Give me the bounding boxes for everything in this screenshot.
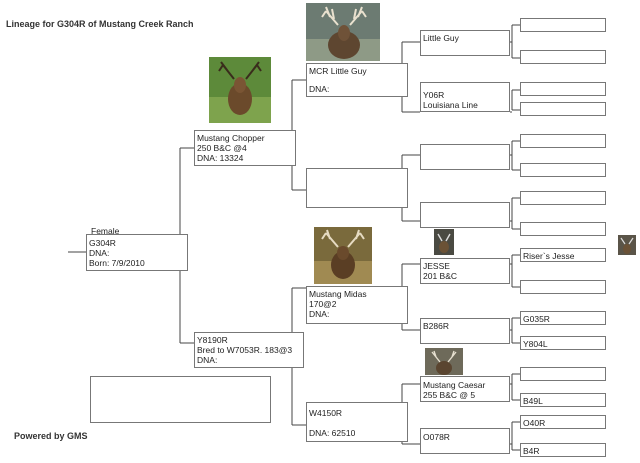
gen4-empty-box-1[interactable] bbox=[420, 144, 510, 170]
sire-sire-name: MCR Little Guy bbox=[309, 66, 367, 76]
gen5-g035r-name: G035R bbox=[523, 314, 550, 324]
gen5-box-3[interactable] bbox=[520, 82, 606, 96]
gen4-jesse-box[interactable]: JESSE 201 B&C bbox=[420, 258, 510, 284]
gen4-caesar-box[interactable]: Mustang Caesar 255 B&C @ 5 bbox=[420, 376, 510, 402]
gen5-y804l-name: Y804L bbox=[523, 339, 548, 349]
dam-sire-name: Mustang Midas bbox=[309, 289, 367, 299]
gen4-little-guy-box[interactable]: Little Guy bbox=[420, 30, 510, 56]
gen4-caesar-name: Mustang Caesar bbox=[423, 380, 486, 390]
sire-sire-dna: DNA: bbox=[309, 84, 330, 94]
dam-sire-photo bbox=[314, 227, 372, 284]
gen5-box-8[interactable] bbox=[520, 222, 606, 236]
risers-jesse-photo bbox=[618, 235, 636, 255]
sire-sire-box[interactable]: MCR Little Guy DNA: bbox=[306, 63, 408, 97]
subject-dna: DNA: bbox=[89, 248, 110, 258]
gen5-o40r-box[interactable]: O40R bbox=[520, 415, 606, 429]
subject-sex: Female bbox=[91, 226, 120, 236]
dam-dam-box[interactable]: W4150R DNA: 62510 bbox=[306, 402, 408, 442]
gen5-box-5[interactable] bbox=[520, 134, 606, 148]
sire-name: Mustang Chopper bbox=[197, 133, 265, 143]
sire-score: 250 B&C @4 bbox=[197, 143, 247, 153]
gen5-box-6[interactable] bbox=[520, 163, 606, 177]
gen4-y06r-name: Y06R bbox=[423, 90, 445, 100]
sire-sire-photo bbox=[306, 3, 380, 61]
gen5-b4r-box[interactable]: B4R bbox=[520, 443, 606, 457]
gen5-box-1[interactable] bbox=[520, 18, 606, 32]
page-title: Lineage for G304R of Mustang Creek Ranch bbox=[6, 19, 194, 29]
sire-dam-box[interactable] bbox=[306, 168, 408, 208]
gen5-risers-jesse-name: Riser`s Jesse bbox=[523, 251, 575, 261]
subject-born: Born: 7/9/2010 bbox=[89, 258, 145, 268]
jesse-photo bbox=[434, 229, 454, 255]
gen4-b286r-name: B286R bbox=[423, 321, 449, 331]
gen5-b49l-box[interactable]: B49L bbox=[520, 393, 606, 407]
dam-sire-dna: DNA: bbox=[309, 309, 330, 319]
subject-box[interactable]: G304R DNA: Born: 7/9/2010 bbox=[86, 234, 188, 271]
dam-sire-box[interactable]: Mustang Midas 170@2 DNA: bbox=[306, 286, 408, 324]
dam-dna: DNA: bbox=[197, 355, 218, 365]
sire-box[interactable]: Mustang Chopper 250 B&C @4 DNA: 13324 bbox=[194, 130, 296, 166]
dam-sire-score: 170@2 bbox=[309, 299, 337, 309]
gen4-o078r-box[interactable]: O078R bbox=[420, 428, 510, 454]
gen5-box-10[interactable] bbox=[520, 280, 606, 294]
gen5-box-7[interactable] bbox=[520, 191, 606, 205]
gen4-jesse-name: JESSE bbox=[423, 261, 450, 271]
gen4-empty-box-2[interactable] bbox=[420, 202, 510, 228]
gen5-o40r-name: O40R bbox=[523, 418, 546, 428]
gen5-g035r-box[interactable]: G035R bbox=[520, 311, 606, 325]
gen4-little-guy-name: Little Guy bbox=[423, 33, 459, 43]
gen5-b4r-name: B4R bbox=[523, 446, 540, 456]
notes-box[interactable] bbox=[90, 376, 271, 423]
gen4-y06r-box[interactable]: Y06R Louisiana Line bbox=[420, 82, 510, 112]
gen4-o078r-name: O078R bbox=[423, 432, 450, 442]
dam-box[interactable]: Y8190R Bred to W7053R. 183@3 DNA: bbox=[194, 332, 304, 368]
gen4-b286r-box[interactable]: B286R bbox=[420, 318, 510, 344]
gen4-y06r-line: Louisiana Line bbox=[423, 100, 478, 110]
gen5-y804l-box[interactable]: Y804L bbox=[520, 336, 606, 350]
gen5-box-13[interactable] bbox=[520, 367, 606, 381]
dam-dam-dna: DNA: 62510 bbox=[309, 428, 356, 438]
gen5-b49l-name: B49L bbox=[523, 396, 543, 406]
gen4-jesse-score: 201 B&C bbox=[423, 271, 458, 281]
gen5-box-4[interactable] bbox=[520, 102, 606, 116]
sire-dna: DNA: 13324 bbox=[197, 153, 244, 163]
gen5-box-2[interactable] bbox=[520, 50, 606, 64]
caesar-photo bbox=[425, 348, 463, 375]
gen4-caesar-score: 255 B&C @ 5 bbox=[423, 390, 476, 400]
dam-breeding: Bred to W7053R. 183@3 bbox=[197, 345, 293, 355]
dam-name: Y8190R bbox=[197, 335, 228, 345]
sire-photo bbox=[209, 57, 271, 123]
footer-powered-by: Powered by GMS bbox=[14, 431, 88, 441]
dam-dam-name: W4150R bbox=[309, 408, 343, 418]
subject-name: G304R bbox=[89, 238, 116, 248]
gen5-risers-jesse-box[interactable]: Riser`s Jesse bbox=[520, 248, 606, 262]
